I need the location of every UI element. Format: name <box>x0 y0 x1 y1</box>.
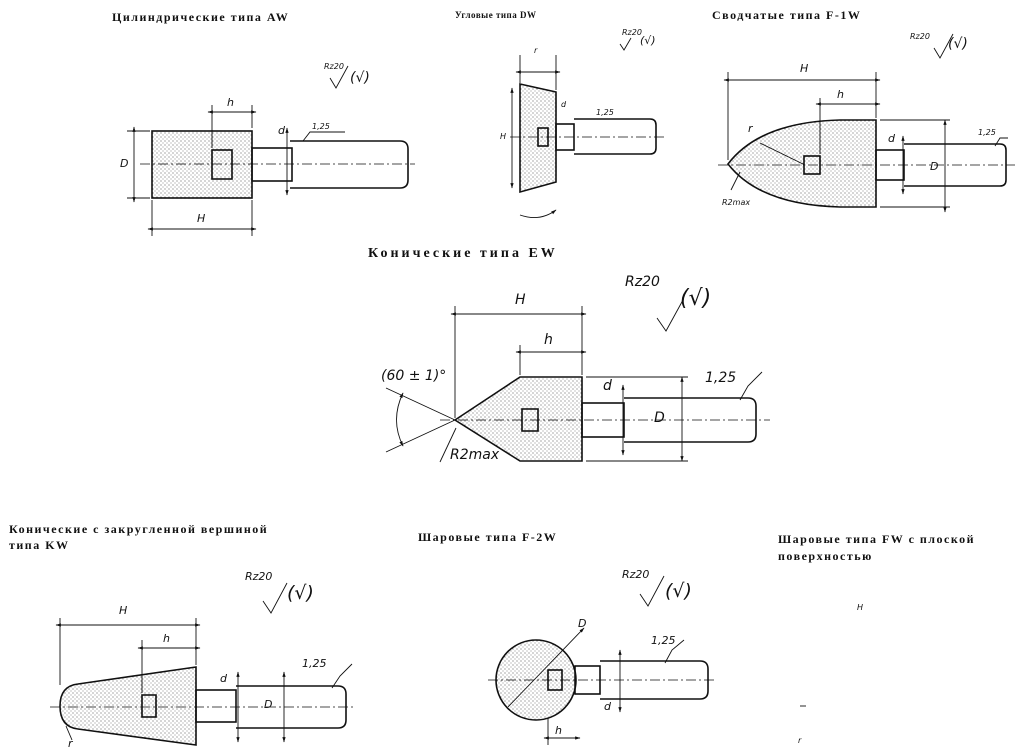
drawing-aw <box>127 65 415 236</box>
dw-dim-r: r <box>534 46 538 55</box>
f1w-dim-r: r <box>748 122 753 135</box>
title-ew: Конические типа EW <box>368 246 558 261</box>
f1w-r2max: R2max <box>722 198 751 207</box>
f2w-rz-label: Rz20 <box>622 568 650 581</box>
kw-dim-h: h <box>163 632 170 645</box>
title-dw: Угловые типа DW <box>455 10 537 20</box>
aw-dim-H: H <box>197 212 206 225</box>
aw-abrasive-cylinder <box>151 130 253 199</box>
kw-abrasive-cone <box>59 666 197 746</box>
title-kw-line1: Конические с закругленной вершиной <box>9 522 269 536</box>
ew-check-mark: (√) <box>680 286 712 311</box>
title-f2w: Шаровые типа F-2W <box>418 530 558 544</box>
f1w-rz-label: Rz20 <box>910 32 930 41</box>
f1w-dim-h: h <box>837 88 844 101</box>
dw-rz-label: Rz20 <box>622 28 642 37</box>
kw-dim-r: r <box>68 737 73 750</box>
drawing-dw <box>510 37 665 219</box>
ew-r2max: R2max <box>450 447 500 463</box>
ew-angle-label: (60 ± 1)° <box>381 368 447 384</box>
ew-shank-roughness: 1,25 <box>705 370 737 386</box>
fw-dim-r: r <box>798 736 802 745</box>
title-aw: Цилиндрические типа AW <box>112 10 290 24</box>
kw-shank-neck <box>195 689 237 723</box>
ew-dim-d: d <box>603 378 612 394</box>
dw-check-mark: (√) <box>640 34 656 47</box>
title-fw-line1: Шаровые типа FW с плоской <box>778 532 976 546</box>
kw-mandrel-head <box>141 694 157 718</box>
aw-dim-h-small: h <box>227 96 234 109</box>
f1w-dim-D: D <box>930 160 939 173</box>
ew-rz-label: Rz20 <box>625 274 660 290</box>
f2w-dim-h: h <box>555 724 562 737</box>
f2w-check-mark: (√) <box>665 580 692 602</box>
aw-check-mark: (√) <box>350 70 370 86</box>
fw-dim-H: H <box>857 603 864 612</box>
f1w-check-mark: (√) <box>948 36 968 52</box>
kw-dim-D: D <box>264 698 273 711</box>
title-f1w: Сводчатые типа F-1W <box>712 8 862 22</box>
ew-dim-h: h <box>544 332 553 348</box>
aw-shank-roughness: 1,25 <box>312 122 330 131</box>
drawing-f1w <box>718 33 1015 213</box>
aw-rz-label: Rz20 <box>324 62 344 71</box>
kw-dim-d: d <box>220 672 227 685</box>
title-kw-line2: типа KW <box>9 538 70 552</box>
aw-dim-d: d <box>278 124 285 137</box>
f2w-shank-roughness: 1,25 <box>651 634 676 647</box>
ew-dim-D: D <box>654 410 665 426</box>
f2w-dim-D: D <box>578 617 587 630</box>
f1w-dim-d: d <box>888 132 895 145</box>
aw-shank <box>290 140 409 189</box>
kw-dim-H: H <box>119 604 128 617</box>
kw-check-mark: (√) <box>287 582 314 604</box>
drawing-ew <box>385 299 770 463</box>
dw-dim-d: d <box>561 100 567 109</box>
dw-dim-H: H <box>500 132 507 141</box>
dw-shank <box>574 118 657 155</box>
drawing-kw <box>50 582 355 746</box>
drawing-f2w <box>488 575 715 745</box>
dw-shank-roughness: 1,25 <box>596 108 614 117</box>
aw-shank-neck <box>251 147 293 182</box>
ew-dim-H: H <box>515 292 526 308</box>
f2w-dim-d: d <box>604 700 611 713</box>
f1w-dim-H: H <box>800 62 809 75</box>
aw-dim-D: D <box>120 157 129 170</box>
title-fw-line2: поверхностью <box>778 549 873 563</box>
f1w-shank-roughness: 1,25 <box>978 128 996 137</box>
aw-mandrel-head <box>211 149 233 180</box>
kw-shank-roughness: 1,25 <box>302 657 327 670</box>
kw-rz-label: Rz20 <box>245 570 273 583</box>
